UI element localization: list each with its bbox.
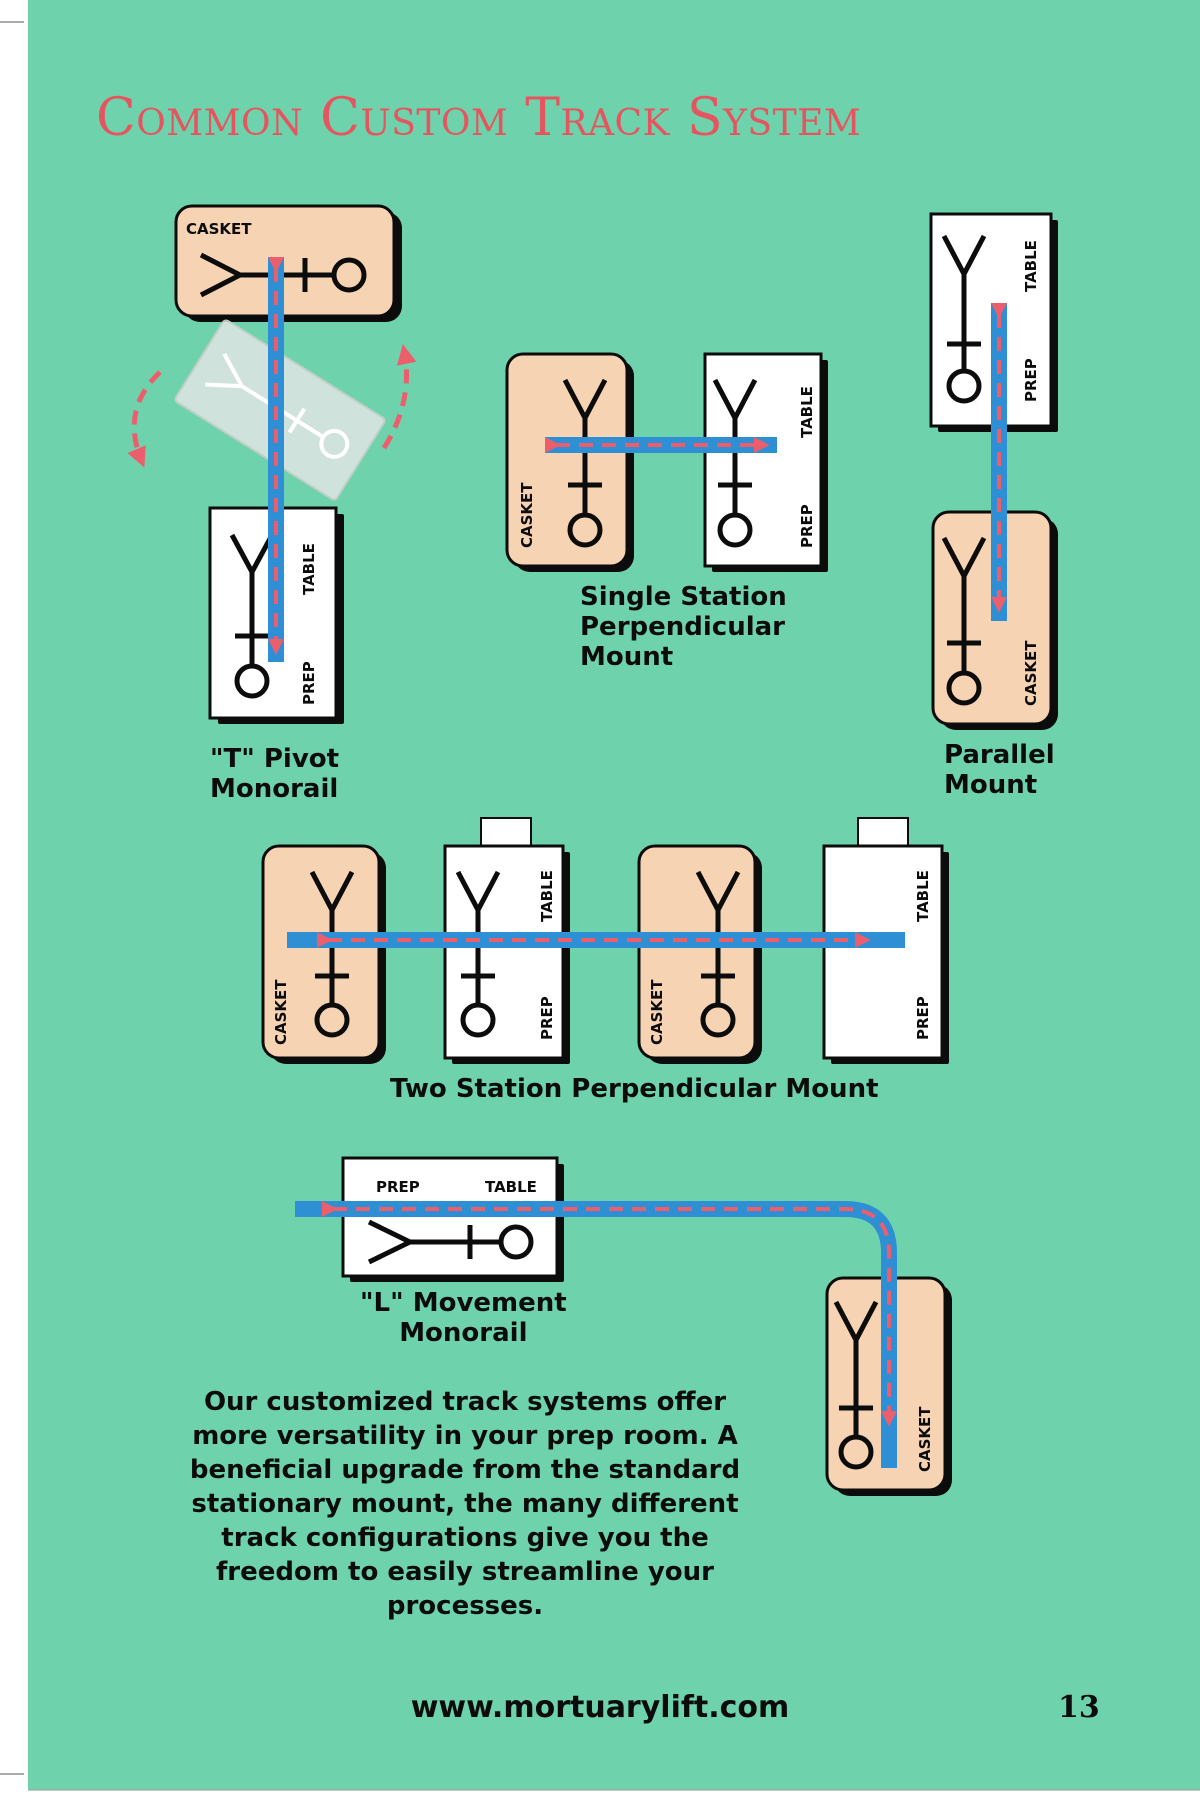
travel-arrow: [321, 1201, 897, 1427]
prep-label: PREP: [376, 1178, 420, 1196]
casket-label: CASKET: [1022, 640, 1040, 706]
table-label: TABLE: [538, 870, 556, 922]
page-title: Common Custom Track System: [96, 88, 862, 148]
body-text: Our customized track systems offer more …: [189, 1387, 741, 1621]
caption-single-station: Single Station Perpendicular Mount: [580, 582, 787, 672]
prep-label: PREP: [914, 996, 932, 1040]
footer-url[interactable]: www.mortuarylift.com: [410, 1690, 790, 1725]
body-symbol-icon: [309, 870, 355, 1038]
caption-two-station: Two Station Perpendicular Mount: [390, 1074, 879, 1104]
casket-label: CASKET: [648, 979, 666, 1045]
diagram-l-movement: PREP TABLE CASKET: [295, 1156, 952, 1496]
casket-label: CASKET: [916, 1406, 934, 1472]
table-head-block: [857, 817, 909, 847]
body-symbol-icon: [562, 378, 608, 548]
body-symbol-icon: [941, 536, 987, 706]
diagram-two-station: CASKET TABLE PREP CASKET TABLE PREP: [261, 817, 949, 1064]
table-label: TABLE: [1022, 240, 1040, 292]
table-label: TABLE: [914, 870, 932, 922]
prep-table-station: [822, 844, 944, 1060]
pivot-arrow-right: [381, 344, 417, 450]
table-label: TABLE: [300, 543, 318, 595]
table-label: TABLE: [485, 1178, 537, 1196]
caption-l-movement: "L" Movement Monorail: [360, 1288, 567, 1348]
body-symbol-icon: [199, 252, 367, 298]
diagram-single-station: CASKET TABLE PREP: [505, 352, 828, 572]
prep-label: PREP: [538, 996, 556, 1040]
pivot-arrow-left: [127, 370, 162, 468]
body-symbol-icon: [695, 870, 741, 1038]
casket-station: [261, 844, 381, 1060]
caption-t-pivot: "T" Pivot Monorail: [210, 744, 340, 804]
casket-label: CASKET: [272, 979, 290, 1045]
casket-label: CASKET: [518, 482, 536, 548]
caption-parallel: Parallel Mount: [944, 740, 1055, 800]
page-number: 13: [1058, 1690, 1100, 1725]
table-head-block: [480, 817, 532, 847]
casket-station: [505, 352, 629, 568]
prep-label: PREP: [798, 504, 816, 548]
body-symbol-icon: [712, 378, 758, 548]
casket-label: CASKET: [186, 220, 252, 238]
prep-label: PREP: [300, 661, 318, 705]
body-symbol-icon: [455, 870, 501, 1038]
body-symbol-icon: [941, 234, 987, 404]
table-label: TABLE: [798, 386, 816, 438]
prep-table-station: [703, 352, 823, 568]
diagram-parallel: TABLE PREP CASKET: [929, 212, 1058, 730]
prep-label: PREP: [1022, 358, 1040, 402]
body-symbol-icon: [229, 533, 275, 699]
diagram-t-pivot: CASKET TABLE PREP: [127, 204, 417, 724]
